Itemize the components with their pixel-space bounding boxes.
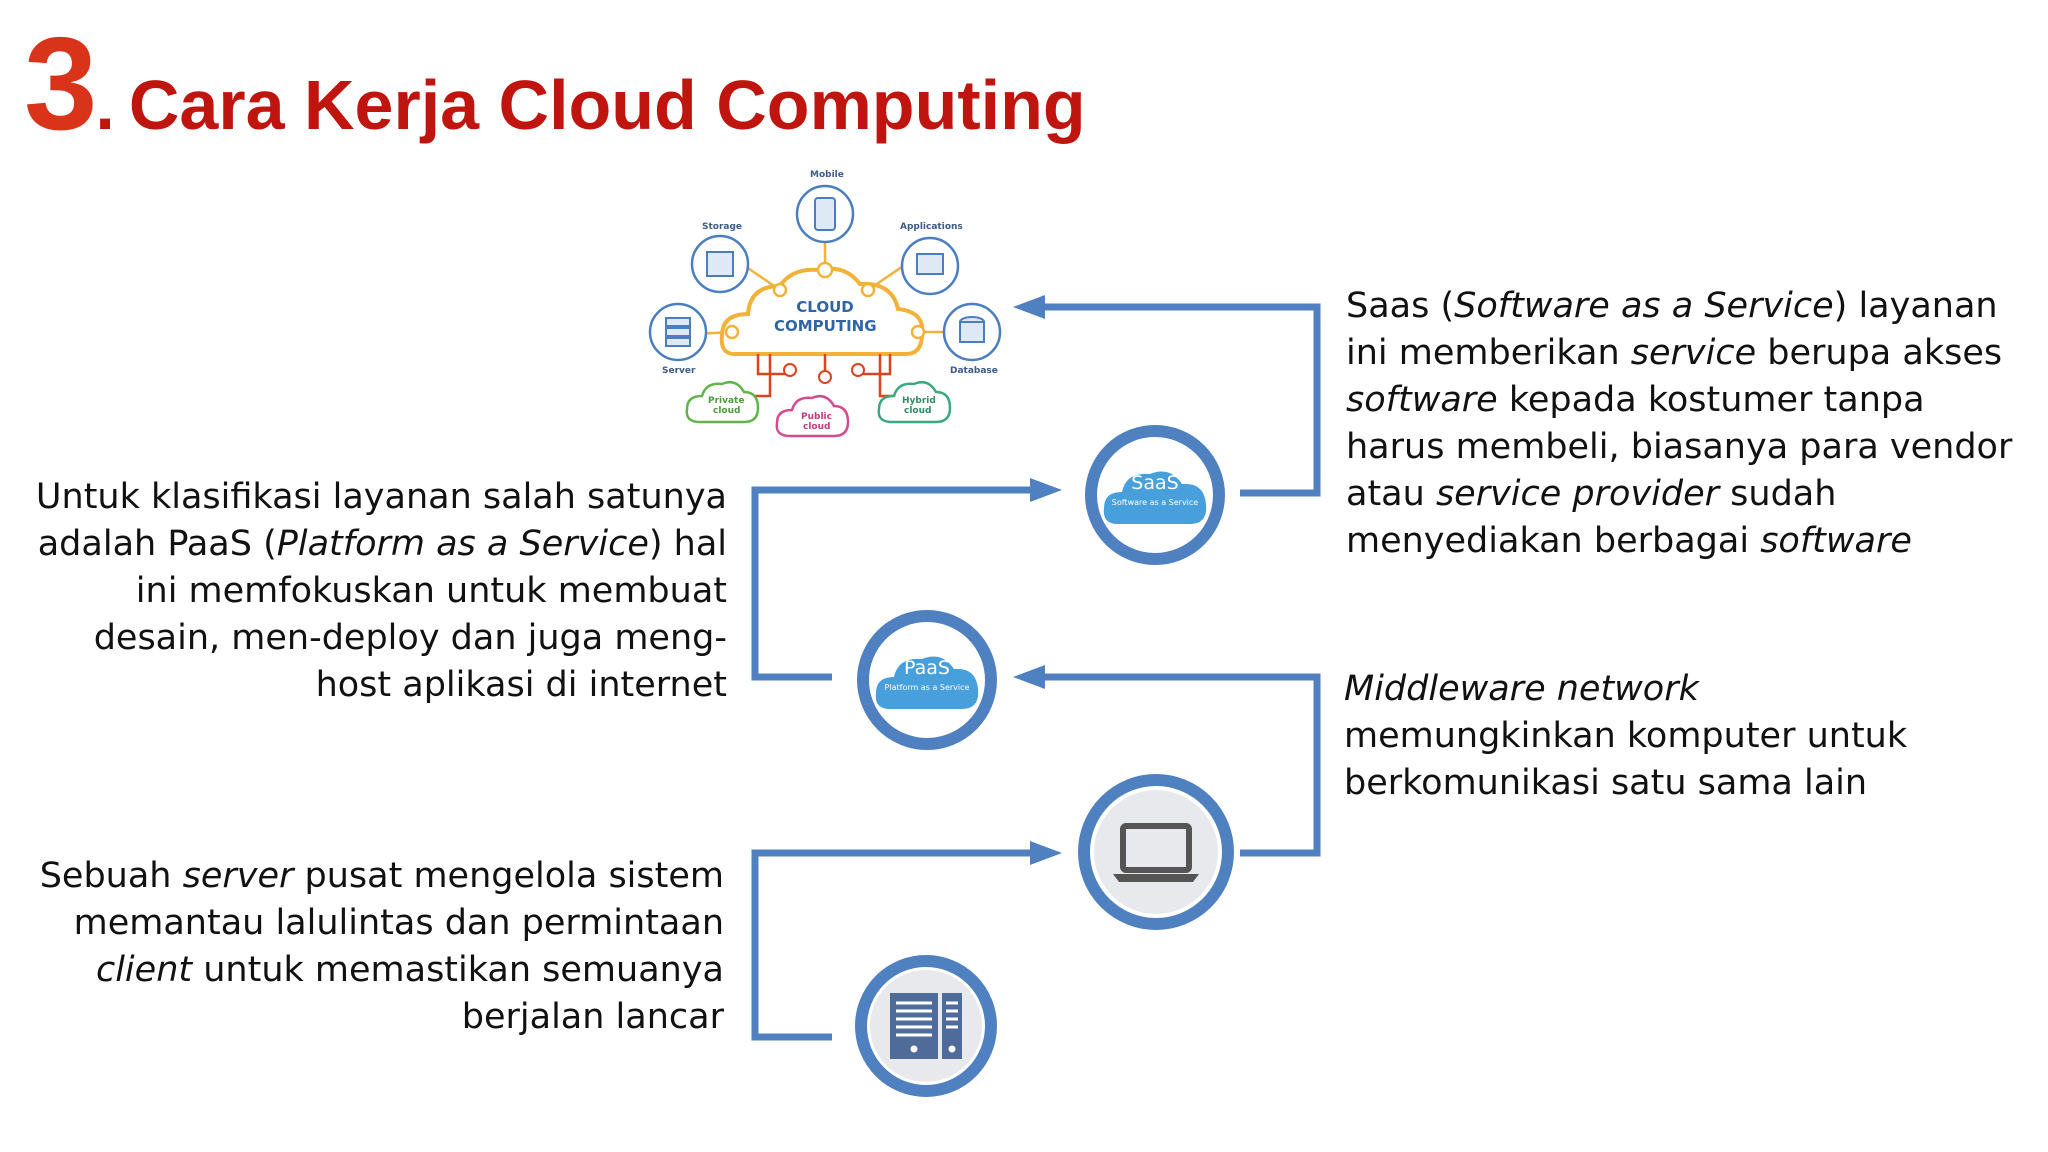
saas-text-italic: software [1760,521,1912,561]
server-connector [751,849,1035,1041]
server-text-italic: server [182,856,294,896]
section-number: 3 [24,10,97,157]
server-text-italic: client [95,950,193,990]
saas-text-italic: service provider [1435,474,1720,514]
cloud-computing-label: CLOUD COMPUTING [774,298,877,336]
server-text: untuk memastikan semuanya [192,950,724,990]
saas-badge-title: SaaS [1131,472,1179,494]
public-label: Public [801,412,832,422]
saas-cloud-icon: SaaS Software as a Service [1100,464,1210,526]
paas-text: desain, men-deploy dan juga meng- [93,618,727,658]
middleware-text: memungkinkan komputer untuk [1344,716,1908,756]
server-arrow [1030,841,1062,865]
paas-text: Untuk klasifikasi layanan salah satunya [35,477,727,517]
paas-text: ) hal [648,524,727,564]
server-text: pusat mengelola sistem [293,856,724,896]
server-text: berjalan lancar [461,997,724,1037]
cloud-label-line1: CLOUD [796,298,854,316]
saas-description: Saas (Software as a Service) layanan ini… [1346,283,2012,565]
saas-badge-subtitle: Software as a Service [1111,498,1199,507]
server-text: memantau lalulintas dan permintaan [73,903,724,943]
diagram-art [648,184,1002,438]
middleware-text: berkomunikasi satu sama lain [1344,763,1868,803]
private-label-2: cloud [713,406,741,416]
saas-text: atau [1346,474,1436,514]
title-text: Cara Kerja Cloud Computing [128,66,1086,144]
middleware-text-italic: Middleware network [1344,669,1699,709]
public-label-2: cloud [803,422,831,432]
server-rack-icon [870,970,982,1082]
saas-text: kepada kostumer tanpa [1497,380,1925,420]
storage-label: Storage [702,222,743,232]
middleware-description: Middleware network memungkinkan komputer… [1344,666,1907,807]
saas-text-italic: Software as a Service [1454,286,1834,326]
paas-circle: PaaS Platform as a Service [857,610,997,750]
saas-text-italic: software [1346,380,1498,420]
server-circle [855,955,997,1097]
saas-text: ) layanan [1833,286,1998,326]
paas-text: ini memfokuskan untuk membuat [135,571,727,611]
middleware-circle [1078,774,1234,930]
server-description: Sebuah server pusat mengelola sistem mem… [40,853,724,1041]
section-dot: . [95,66,115,144]
saas-connector [1045,303,1321,497]
saas-text: menyediakan berbagai [1346,521,1761,561]
paas-description: Untuk klasifikasi layanan salah satunya … [36,474,727,709]
applications-label: Applications [900,222,963,232]
paas-arrow [1030,478,1062,502]
saas-text-italic: service [1630,333,1757,373]
server-text: Sebuah [39,856,183,896]
saas-arrow [1013,295,1045,319]
database-label: Database [950,366,998,376]
page-title: 3.Cara Kerja Cloud Computing [24,18,1086,150]
private-cloud [685,381,760,424]
saas-text: berupa akses [1756,333,2003,373]
paas-connector [751,486,1035,681]
cloud-computing-diagram: CLOUD COMPUTING Mobile Storage Applicati… [640,164,1010,444]
cloud-label-line2: COMPUTING [774,317,877,335]
hybrid-label: Hybrid [902,396,936,406]
middleware-connector [1045,673,1321,857]
middleware-arrow [1013,665,1045,689]
saas-text: harus membeli, biasanya para vendor [1346,427,2013,467]
paas-cloud-icon: PaaS Platform as a Service [872,649,982,711]
public-cloud [775,395,850,438]
paas-text: host aplikasi di internet [315,665,727,705]
paas-text: adalah PaaS ( [37,524,277,564]
saas-text: sudah [1719,474,1837,514]
private-label: Private [708,396,745,406]
mobile-label: Mobile [810,170,844,180]
hybrid-label-2: cloud [904,406,932,416]
saas-text: ini memberikan [1346,333,1631,373]
saas-circle: SaaS Software as a Service [1085,425,1225,565]
laptop-icon [1094,790,1218,914]
paas-badge-title: PaaS [904,657,950,679]
paas-text-italic: Platform as a Service [276,524,649,564]
paas-badge-subtitle: Platform as a Service [884,683,970,692]
hybrid-cloud [877,381,952,424]
saas-text: Saas ( [1346,286,1455,326]
server-label: Server [662,366,696,376]
